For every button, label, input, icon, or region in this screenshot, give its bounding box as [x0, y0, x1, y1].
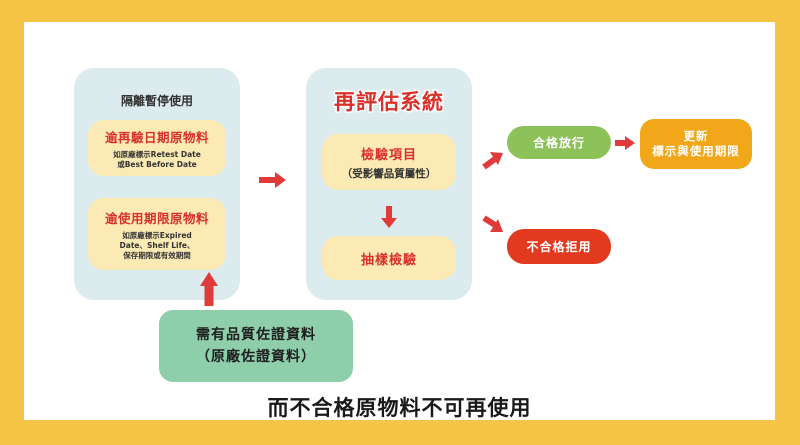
evidence-line-2: （原廠佐證資料）: [196, 349, 316, 365]
reject-box: 不合格拒用: [507, 229, 611, 264]
reassessment-panel: 再評估系統 檢驗項目 （受影響品質屬性） 抽樣檢驗: [306, 68, 472, 300]
arrow-to-reject: [482, 215, 503, 232]
retest-note-1: 如原廠標示Retest Date: [113, 149, 201, 159]
expired-material-box: 逾使用期限原物料 如原廠標示Expired Date、Shelf Life、 保…: [88, 198, 226, 270]
arrow-right-to-reassessment: [259, 172, 286, 188]
arrow-to-pass: [482, 152, 503, 170]
reassessment-title: 再評估系統: [334, 90, 444, 114]
expired-note-2: Date、Shelf Life、: [119, 240, 195, 250]
pass-release-box: 合格放行: [507, 126, 611, 159]
expired-note-1: 如原廠標示Expired: [122, 230, 192, 240]
arrows-layer: [200, 136, 635, 306]
caption-subtitle: 而不合格原物料不可再使用: [267, 396, 532, 420]
expired-title: 逾使用期限原物料: [104, 210, 209, 226]
inspection-items-box: 檢驗項目 （受影響品質屬性）: [322, 134, 456, 190]
arrow-up-to-expired: [200, 272, 218, 306]
retest-note-2: 或Best Before Date: [117, 159, 197, 169]
retest-title: 逾再驗日期原物料: [104, 129, 209, 145]
retest-material-box: 逾再驗日期原物料 如原廠標示Retest Date 或Best Before D…: [88, 120, 226, 176]
update-label-box: 更新 標示與使用期限: [640, 119, 752, 169]
quarantine-title: 隔離暫停使用: [120, 94, 193, 108]
expired-note-3: 保存期限或有效期間: [123, 250, 191, 260]
inspection-subtitle: （受影響品質屬性）: [341, 167, 437, 180]
update-line-1: 更新: [683, 129, 709, 143]
quality-evidence-box: 需有品質佐證資料 （原廠佐證資料）: [159, 310, 353, 382]
sampling-label: 抽樣檢驗: [360, 252, 417, 268]
evidence-line-1: 需有品質佐證資料: [196, 327, 316, 343]
quarantine-panel: 隔離暫停使用 逾再驗日期原物料 如原廠標示Retest Date 或Best B…: [74, 68, 240, 300]
sampling-box: 抽樣檢驗: [322, 236, 456, 280]
arrow-to-update: [615, 136, 635, 150]
arrow-down-to-sampling: [381, 206, 397, 228]
inspection-title: 檢驗項目: [360, 147, 417, 163]
update-line-2: 標示與使用期限: [652, 144, 740, 158]
diagram-canvas: 隔離暫停使用 逾再驗日期原物料 如原廠標示Retest Date 或Best B…: [24, 22, 775, 420]
